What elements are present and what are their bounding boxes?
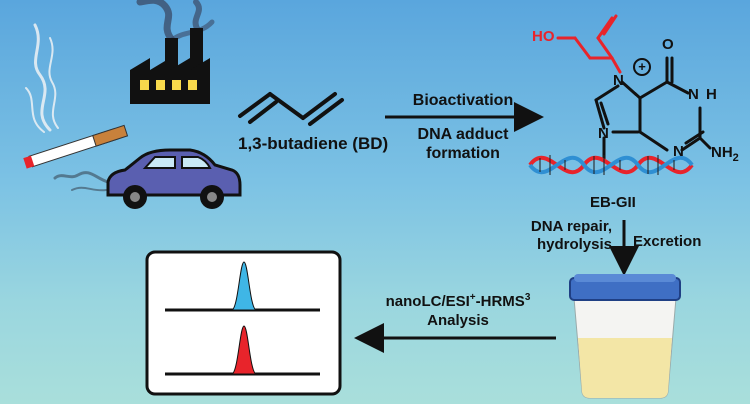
- dna-repair-label: DNA repair,: [530, 218, 612, 235]
- nanolc-label: nanoLC/ESI+-HRMS3: [385, 292, 531, 310]
- exhaust-smoke-icon: [53, 171, 110, 192]
- urine-cup-icon: [569, 274, 681, 399]
- n1-atom: N: [688, 86, 699, 103]
- cigarette-icon: [23, 124, 129, 169]
- red-peak: [231, 325, 257, 375]
- butadiene-structure: [238, 92, 344, 126]
- dna-adduct-label: DNA adduct: [417, 126, 509, 143]
- hydrolysis-label: hydrolysis: [536, 236, 612, 253]
- car-icon: [106, 148, 242, 209]
- eb-gii-label: EB-GII: [590, 194, 636, 211]
- blue-peak: [231, 261, 257, 311]
- analysis-label: Analysis: [427, 312, 489, 329]
- butadiene-label: 1,3-butadiene (BD): [238, 134, 389, 153]
- formation-label: formation: [426, 145, 500, 162]
- cigarette-smoke-icon: [25, 23, 59, 133]
- nh2-group: NH2: [711, 144, 739, 164]
- n3-atom: N: [673, 143, 684, 160]
- bioactivation-label: Bioactivation: [412, 92, 514, 109]
- plus-charge: +: [633, 58, 651, 76]
- factory-icon: [130, 28, 210, 104]
- n9-atom: N: [598, 125, 609, 142]
- n1-h: H: [706, 86, 717, 103]
- n7-atom: N: [613, 72, 624, 89]
- excretion-label: Excretion: [633, 233, 702, 250]
- carbonyl-o-atom: O: [662, 36, 674, 53]
- ho-atom: HO: [532, 28, 555, 45]
- chromatogram-panel: [145, 250, 342, 396]
- dna-helix-icon: [528, 155, 694, 175]
